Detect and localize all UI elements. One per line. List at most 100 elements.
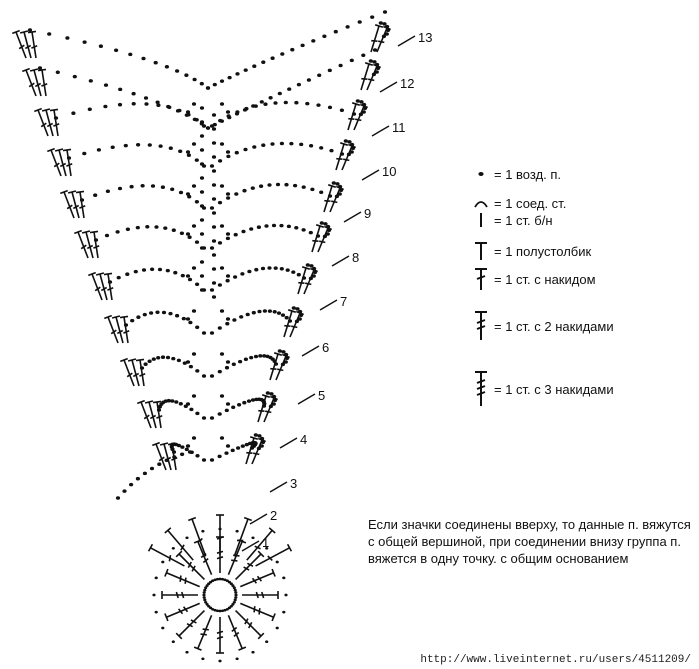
chain-stitch [275,626,279,630]
chain-icon [478,172,484,176]
chain-stitch [252,64,257,68]
stitch-crossbar [267,555,273,561]
chain-stitch [272,310,277,314]
stitch-crossbar [256,575,263,582]
stitch-crossbar [41,83,48,87]
stitch-top-bar [62,148,72,152]
chain-stitch [283,100,288,105]
stitch-crossbar [216,536,224,540]
double-crochet-stitch [107,273,113,301]
chain-stitch [211,239,217,243]
stitch-crossbar [265,410,272,414]
chain-stitch [319,146,324,150]
stitch-top-bar [164,613,169,622]
stitch-crossbar [53,123,60,127]
chain-stitch [249,355,254,360]
stitch-top-bar [144,400,154,404]
chain-stitch [291,270,296,274]
stitch-top-bar [27,30,37,34]
chain-stitch [125,227,130,232]
double-crochet-stitch [131,359,140,387]
diagram-row [34,99,369,137]
chain-stitch [203,588,207,592]
chain-stitch [319,221,324,225]
chain-stitch [130,318,135,323]
stitch-top-bar [89,230,99,234]
chain-stitch [185,536,189,540]
chain-stitch [155,310,160,315]
row-number-5: 5 [318,388,325,403]
chain-stitch [188,364,193,369]
double-crochet-stitch [85,231,94,259]
stitch-top-bar [188,516,197,522]
double-crochet-stitch [31,31,37,59]
chain-stitch [325,232,330,236]
legend-treble-crochet: = 1 ст. с 2 накидами [470,311,614,340]
double-treble-icon [475,371,487,406]
double-crochet-stitch [91,273,103,301]
chain-stitch [225,317,231,321]
stitch-crossbar [368,78,375,82]
chain-stitch [181,316,186,321]
chain-stitch [301,228,306,232]
chain-stitch [243,68,248,72]
stitch-top-bar [315,224,325,228]
stitch-top-bar [164,568,169,577]
chain-stitch [234,593,238,597]
stitch-top-bar [323,225,333,231]
stitch-crossbar [277,368,284,372]
chain-stitch [264,224,269,228]
chain-stitch [322,34,327,39]
row-leader-line [361,169,380,181]
stitch-top-bar [111,315,121,319]
chain-stitch [259,184,264,188]
stitch-top-bar [271,568,276,577]
chain-stitch [234,591,238,594]
chain-stitch [209,331,215,335]
chain-stitch [331,181,336,185]
chain-stitch [194,200,199,204]
stitch-top-bar [175,632,183,640]
row-number-4: 4 [300,432,307,447]
chain-stitch [285,268,290,272]
chain-stitch [160,185,165,189]
double-crochet-stitch [66,149,72,177]
row-leader-line [379,81,398,93]
stitch-crossbar [93,245,100,249]
chain-stitch [165,355,171,360]
stitch-top-bar [81,230,91,234]
chain-stitch [187,450,193,454]
chain-stitch [219,224,225,228]
chain-stitch [277,91,282,96]
chain-stitch [211,183,217,187]
stitch-crossbar [40,122,47,128]
double-crochet-stitch [178,553,205,580]
chain-stitch [209,246,215,250]
chain-stitch [282,576,286,580]
row-number-12: 12 [400,76,414,91]
chain-stitch [164,458,169,463]
chain-stitch [275,182,281,187]
stitch-crossbar [72,204,80,210]
chain-stitch [357,20,362,24]
chain-stitch [110,145,115,150]
chain-stitch [239,315,244,319]
chain-stitch [135,225,140,230]
chain-stitch [268,96,273,100]
chain-stitch [199,288,205,292]
double-crochet-stitch [123,316,129,344]
chain-stitch [349,150,354,154]
stitch-crossbar [233,631,240,638]
chain-stitch [194,118,199,122]
chain-stitch [143,362,148,366]
chain-stitch [265,640,269,644]
chain-stitch [310,187,315,192]
chain-stitch [305,101,310,106]
chain-stitch [219,184,225,188]
chain-stitch [143,96,149,100]
chain-stitch [154,225,159,229]
chain-stitch [185,444,191,448]
chain-stitch [211,113,217,117]
chain-stitch [219,102,225,106]
chain-stitch [219,79,225,83]
